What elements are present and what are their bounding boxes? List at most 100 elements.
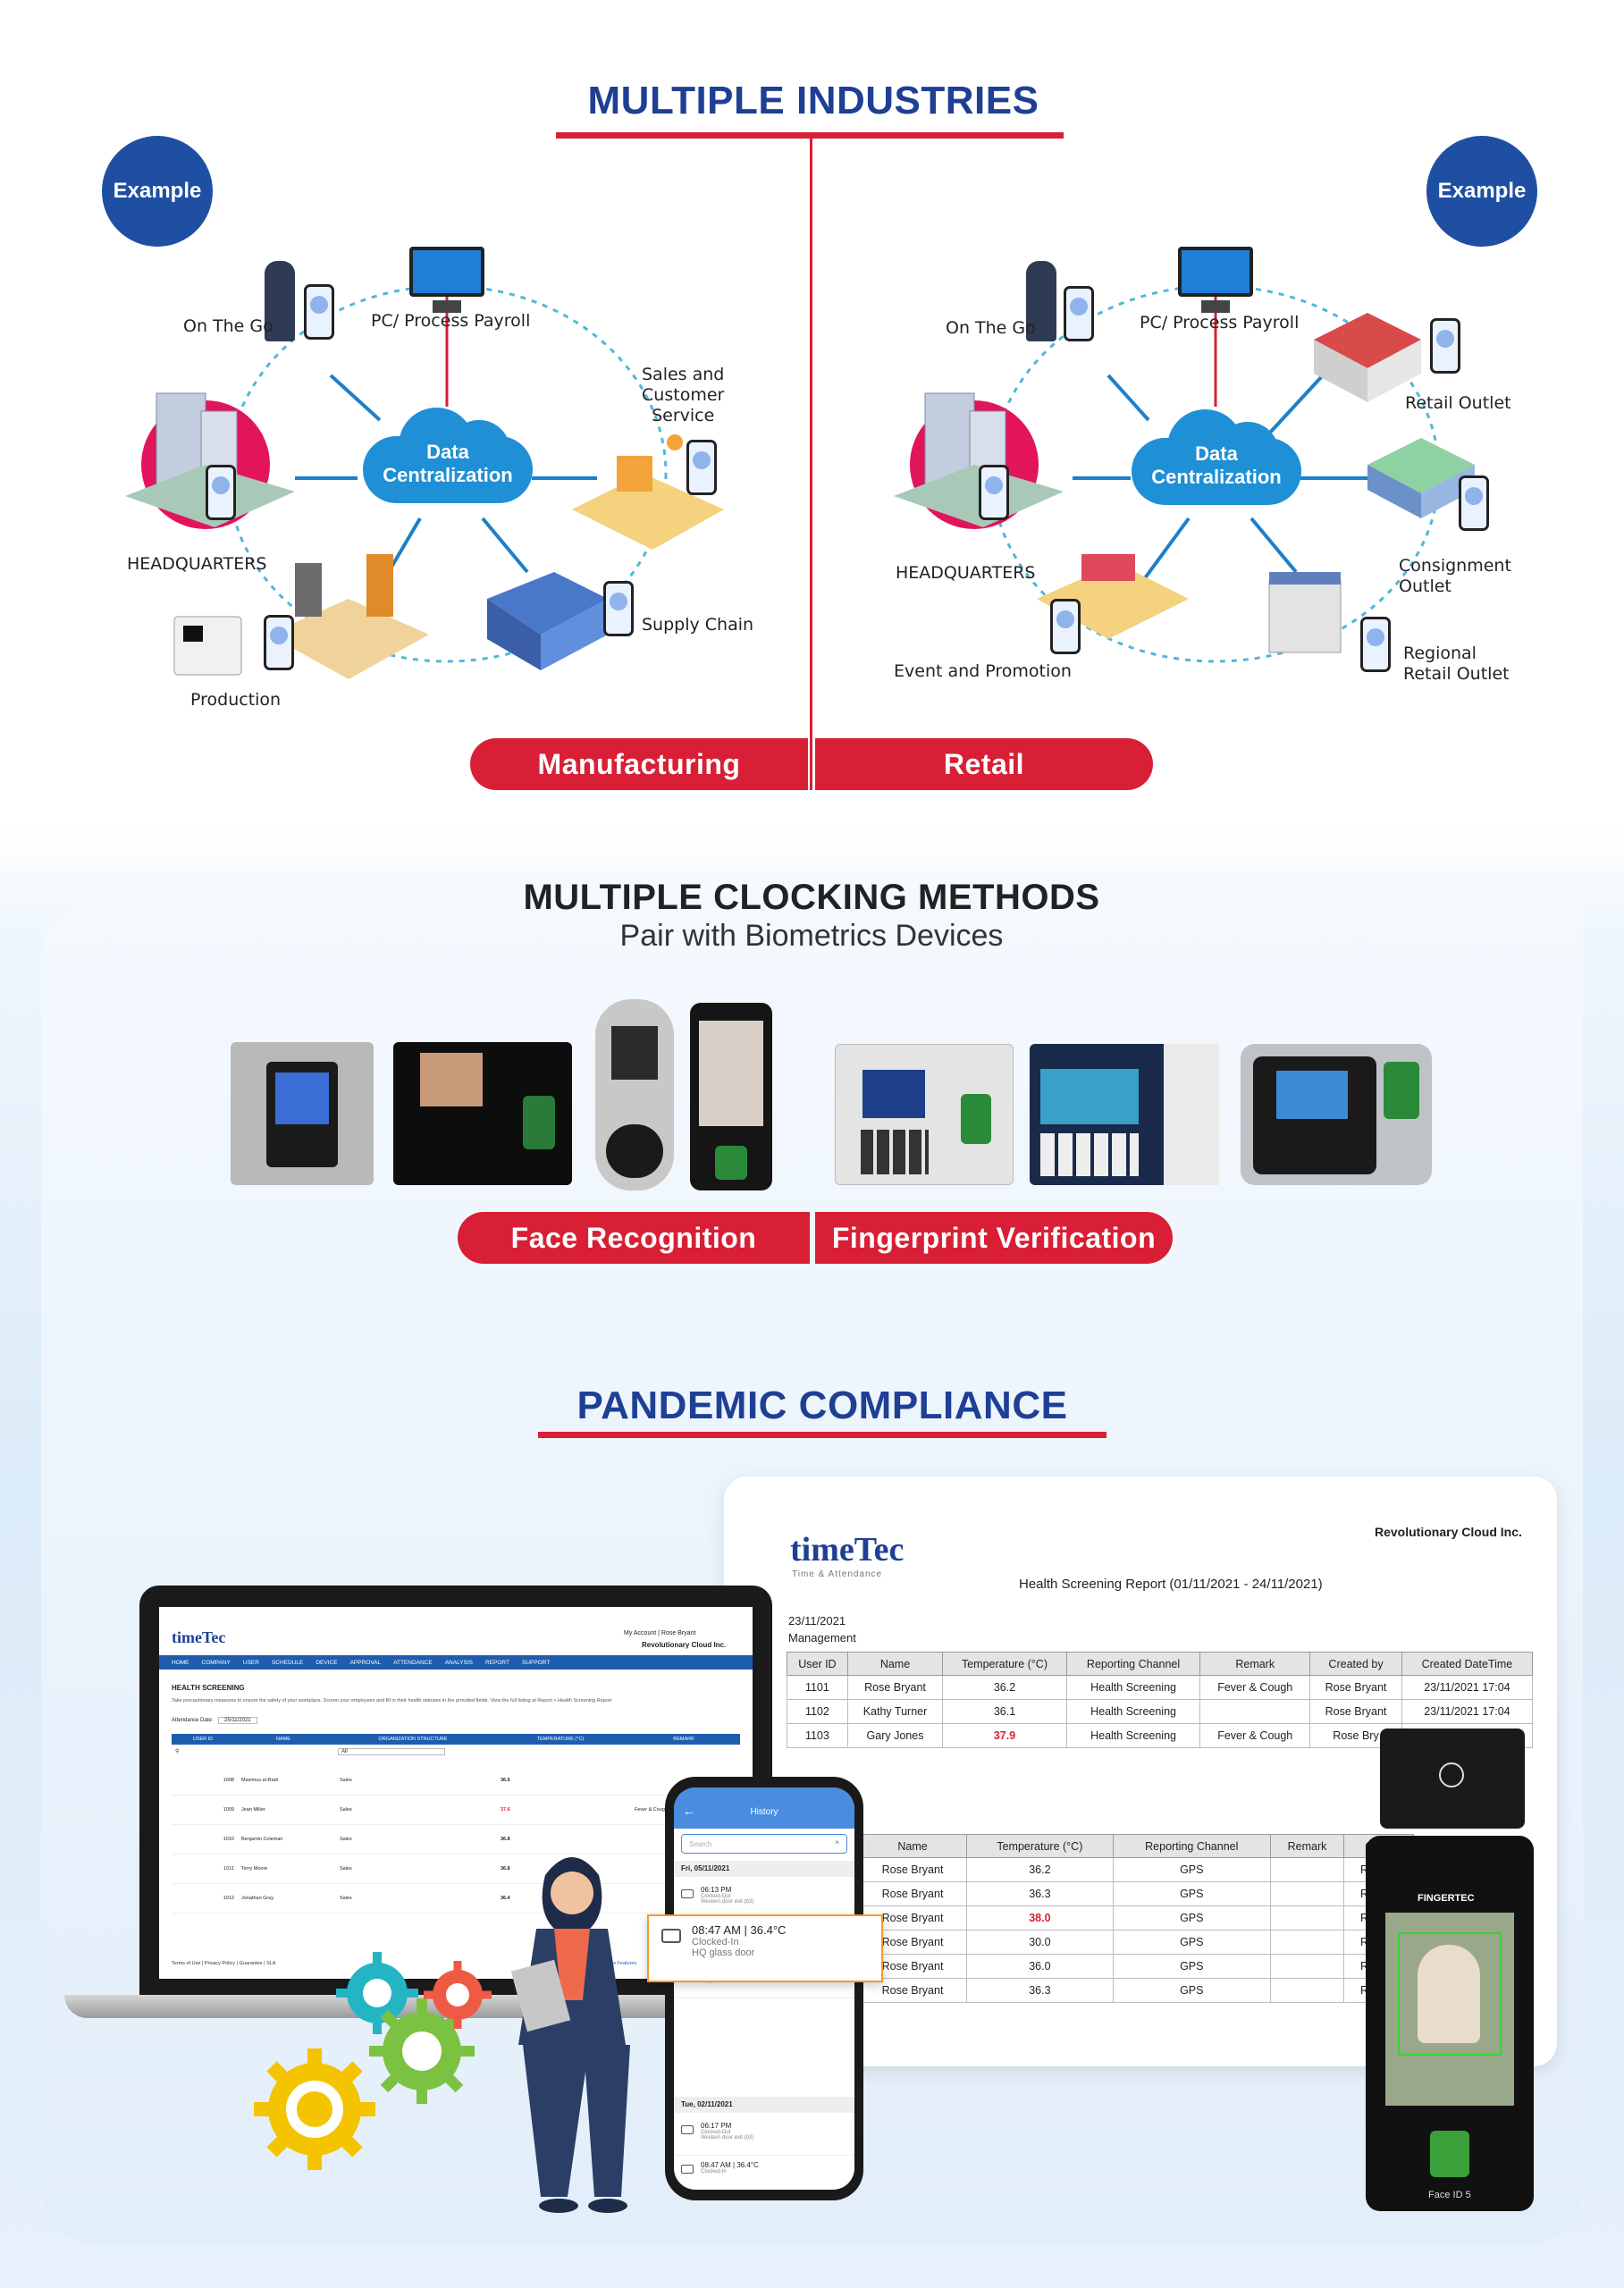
phone-icon bbox=[304, 284, 334, 340]
report-cell bbox=[1269, 1930, 1345, 1955]
label-sales-left: Sales and Customer Service bbox=[642, 365, 724, 426]
laptop-new-features[interactable]: New Features bbox=[606, 1961, 637, 1966]
report-cell bbox=[1269, 1978, 1345, 2003]
cloud-text-2: Centralization bbox=[383, 464, 513, 486]
label-supply-chain: Supply Chain bbox=[642, 615, 754, 635]
filter-all[interactable]: All bbox=[338, 1748, 445, 1755]
clocking-subtitle: Pair with Biometrics Devices bbox=[619, 919, 1004, 953]
laptop-page-title: HEALTH SCREENING bbox=[172, 1684, 245, 1692]
phone-search[interactable]: Search × bbox=[681, 1834, 847, 1854]
phone-popup[interactable]: 08:47 AM | 36.4°C Clocked-In HQ glass do… bbox=[647, 1914, 883, 1982]
report-cell: GPS bbox=[1112, 1930, 1271, 1955]
phone-icon bbox=[1064, 286, 1094, 341]
popup-time: 08:47 AM | 36.4°C bbox=[692, 1923, 787, 1937]
nav-item[interactable]: APPROVAL bbox=[349, 1659, 382, 1666]
sales-line-1: Sales and bbox=[642, 365, 725, 384]
close-icon[interactable]: × bbox=[835, 1838, 839, 1846]
nav-item[interactable]: USER bbox=[242, 1659, 259, 1666]
report-cell: 36.3 bbox=[966, 1978, 1114, 2003]
back-arrow-icon[interactable]: ← bbox=[683, 1804, 695, 1818]
face-device-4 bbox=[690, 1003, 772, 1190]
entry-time: 08:47 AM | 36.4°C bbox=[701, 2161, 759, 2169]
pc-monitor-left bbox=[409, 247, 484, 313]
laptop-navbar: HOME COMPANY USER SCHEDULE DEVICE APPROVAL ATT… bbox=[159, 1655, 753, 1670]
label-pc-payroll-left: PC/ Process Payroll bbox=[371, 311, 531, 331]
pandemic-title-underline bbox=[538, 1432, 1107, 1438]
sales-line-2: Customer bbox=[642, 385, 725, 405]
clocking-title: MULTIPLE CLOCKING METHODS bbox=[523, 878, 1100, 917]
report-cell: GPS bbox=[1112, 1881, 1271, 1906]
nav-item[interactable]: REPORT bbox=[485, 1659, 509, 1666]
clock-icon bbox=[681, 2165, 694, 2174]
date-label: Attendance Date: bbox=[172, 1718, 214, 1723]
report-cell: 1101 bbox=[787, 1675, 848, 1700]
clock-icon bbox=[681, 2125, 694, 2134]
report-cell: Gary Jones bbox=[846, 1723, 944, 1748]
phone-icon bbox=[206, 465, 236, 520]
table-cell: Maximus al-Radi bbox=[241, 1778, 278, 1783]
nav-item[interactable]: SCHEDULE bbox=[271, 1659, 304, 1666]
phone-day2: Tue, 02/11/2021 bbox=[674, 2097, 854, 2113]
report-cell: 1103 bbox=[787, 1723, 848, 1748]
table-col-header: REMARK bbox=[673, 1737, 694, 1742]
regional-line-1: Regional bbox=[1403, 644, 1477, 663]
report-cell: GPS bbox=[1112, 1978, 1271, 2003]
face-id-device-top bbox=[1380, 1729, 1525, 1829]
person-on-the-go-icon bbox=[1026, 261, 1056, 341]
label-retail-outlet: Retail Outlet bbox=[1405, 393, 1511, 413]
device-screen bbox=[1385, 1913, 1514, 2106]
report-brand: timeTec bbox=[790, 1531, 905, 1569]
phone-day1: Fri, 05/11/2021 bbox=[674, 1861, 854, 1877]
nav-item[interactable]: ANALYSIS bbox=[444, 1659, 474, 1666]
entry-status: Clocked-Out bbox=[701, 1894, 731, 1899]
laptop-footer: Terms of Use | Privacy Policy | Guarante… bbox=[172, 1961, 276, 1966]
table-cell: Sales bbox=[340, 1778, 352, 1783]
phone-icon bbox=[979, 465, 1009, 520]
retail-outlet-illustration bbox=[1314, 313, 1421, 402]
report-header-cell: Created DateTime bbox=[1401, 1652, 1534, 1676]
table-cell: Jonathan Gray bbox=[241, 1896, 274, 1901]
table-cell: 36.5 bbox=[501, 1778, 510, 1783]
report-cell: Fever & Cough bbox=[1199, 1723, 1311, 1748]
table-cell: 37.6 bbox=[501, 1807, 510, 1813]
person-on-the-go-icon bbox=[265, 261, 295, 341]
fingerprint-device-3 bbox=[1241, 1044, 1432, 1185]
label-on-the-go-right: On The Go bbox=[946, 318, 1036, 338]
nav-item[interactable]: COMPANY bbox=[201, 1659, 231, 1666]
nav-item[interactable]: DEVICE bbox=[316, 1659, 338, 1666]
report-cell: Fever & Cough bbox=[1199, 1675, 1311, 1700]
table-col-header: TEMPERATURE (°C) bbox=[536, 1737, 585, 1742]
phone-icon bbox=[1430, 318, 1460, 374]
device-brand: FINGERTEC bbox=[1418, 1893, 1475, 1904]
cloud-text-2: Centralization bbox=[1151, 466, 1282, 488]
pc-monitor-right bbox=[1178, 247, 1253, 313]
pill-manufacturing: Manufacturing bbox=[470, 738, 808, 790]
supply-chain-illustration bbox=[487, 572, 608, 670]
report-header-cell: Temperature (°C) bbox=[966, 1834, 1114, 1858]
nav-item[interactable]: ATTENDANCE bbox=[393, 1659, 433, 1666]
report-cell bbox=[1269, 1881, 1345, 1906]
nav-item[interactable]: SUPPORT bbox=[521, 1659, 551, 1666]
table-cell: Sales bbox=[340, 1866, 352, 1872]
label-pc-payroll-right: PC/ Process Payroll bbox=[1140, 313, 1300, 332]
report-brand-sub: Time & Attendance bbox=[792, 1569, 883, 1579]
search-icon: ⚲ bbox=[175, 1749, 180, 1754]
report-date: 23/11/2021 bbox=[788, 1614, 846, 1628]
headquarters-illustration bbox=[125, 392, 295, 529]
report-cell: Rose Bryant bbox=[846, 1675, 944, 1700]
industries-title-underline bbox=[556, 132, 1064, 139]
report-cell: Rose Bryant bbox=[857, 1857, 968, 1882]
report-header-cell: Remark bbox=[1269, 1834, 1345, 1858]
table-cell: 1011 bbox=[223, 1866, 234, 1872]
phone-search-placeholder: Search bbox=[689, 1840, 712, 1848]
table-cell: Benjamin Coleman bbox=[241, 1837, 283, 1842]
nav-item[interactable]: HOME bbox=[172, 1659, 189, 1666]
report-cell bbox=[1269, 1905, 1345, 1930]
entry-status: Clocked-In bbox=[701, 2169, 727, 2174]
